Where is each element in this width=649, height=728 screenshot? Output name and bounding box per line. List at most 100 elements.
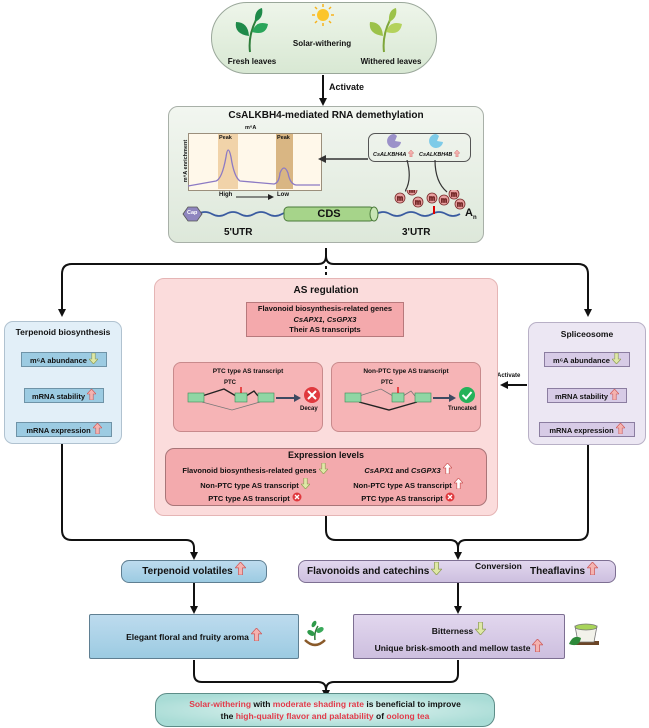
decay-x-icon bbox=[292, 492, 302, 502]
m6a-letter: m bbox=[397, 196, 403, 203]
splice-stability-label: mRNA stability bbox=[554, 392, 609, 401]
splice-m6a-label: m⁶A abundance bbox=[553, 356, 610, 365]
withered-leaves-icon bbox=[369, 8, 402, 53]
splice-mrna-expression: mRNA expression bbox=[539, 422, 635, 437]
conclusion-line-1: Solar-withering with moderate shading ra… bbox=[156, 698, 494, 710]
low-label: Low bbox=[277, 192, 289, 198]
theaflavins-label: Theaflavins bbox=[530, 566, 586, 577]
taste-box: Bitterness Unique brisk-smooth and mello… bbox=[353, 614, 565, 659]
expression-right-list: CsAPX1 and CsGPX3 Non-PTC type AS transc… bbox=[328, 463, 488, 506]
down-arrow-icon bbox=[300, 477, 310, 489]
up-arrow-icon bbox=[92, 423, 102, 434]
as-to-flavonoids bbox=[325, 515, 462, 560]
poly-a-label: A bbox=[465, 207, 473, 219]
cap-label: Cap bbox=[187, 210, 198, 216]
aroma-plant-icon bbox=[304, 620, 326, 647]
nonptc-title: Non-PTC type AS transcript bbox=[363, 368, 449, 375]
terp-mrna-expression: mRNA expression bbox=[16, 422, 112, 437]
high-label: High bbox=[219, 192, 233, 198]
enzyme-to-chart-arrow bbox=[318, 155, 368, 163]
down-arrow-icon bbox=[88, 353, 98, 364]
utr3-label: 3'UTR bbox=[402, 227, 431, 238]
flavonoids-group: Flavonoids and catechins bbox=[307, 561, 443, 583]
splice-expression-label: mRNA expression bbox=[549, 426, 614, 435]
expr-right-item: Non-PTC type AS transcript bbox=[328, 477, 488, 493]
spliceosome-activate-label: Activate bbox=[497, 373, 521, 379]
m6a-letter: m bbox=[409, 190, 415, 195]
down-arrow-icon bbox=[611, 353, 621, 364]
terpenoid-volatiles-box: Terpenoid volatiles bbox=[121, 560, 267, 583]
taste-label: Unique brisk-smooth and mellow taste bbox=[374, 643, 531, 653]
down-arrow-icon bbox=[318, 463, 328, 474]
conclusion-highlight: high-quality flavor and palatability bbox=[235, 711, 374, 721]
expr-left-2: PTC type AS transcript bbox=[208, 494, 290, 503]
chart-title: m⁶A bbox=[245, 125, 257, 131]
cap-icon bbox=[182, 206, 203, 222]
activate-label: Activate bbox=[329, 82, 365, 92]
sun-icon bbox=[312, 4, 334, 26]
poly-a-sub: n bbox=[472, 215, 477, 222]
ptc-title: PTC type AS transcript bbox=[212, 368, 284, 375]
expr-right-0a: CsAPX1 bbox=[364, 466, 394, 475]
terp-m6a-label: m⁶A abundance bbox=[30, 356, 87, 365]
expression-levels-title: Expression levels bbox=[287, 450, 365, 460]
genes-line-3: Their AS transcripts bbox=[289, 325, 361, 334]
cds-label: CDS bbox=[317, 208, 341, 220]
terp-to-volatiles bbox=[61, 444, 198, 560]
csalkbh4a-text: CsALKBH4A bbox=[373, 152, 407, 158]
decay-x-icon bbox=[445, 492, 455, 502]
flavonoids-label: Flavonoids and catechins bbox=[307, 566, 430, 577]
bitterness-label: Bitterness bbox=[431, 626, 474, 636]
conversion-label: Conversion bbox=[475, 561, 522, 571]
theaflavins-group: Theaflavins bbox=[530, 561, 599, 583]
conclusion-text: the bbox=[220, 711, 236, 721]
truncated-label: Truncated bbox=[448, 406, 477, 412]
taste-to-conclusion bbox=[325, 660, 459, 691]
tea-cup-icon bbox=[569, 623, 599, 646]
withered-leaves-label: Withered leaves bbox=[360, 57, 422, 66]
fresh-leaves-label: Fresh leaves bbox=[227, 57, 277, 66]
up-arrow-icon bbox=[587, 562, 599, 575]
peak-label-1: Peak bbox=[219, 135, 232, 141]
m6a-letter: m bbox=[457, 202, 463, 209]
taste-row: Unique brisk-smooth and mellow taste bbox=[354, 639, 564, 656]
expr-right-1: Non-PTC type AS transcript bbox=[353, 480, 452, 490]
splice-mrna-stability: mRNA stability bbox=[547, 388, 627, 403]
decay-x-icon bbox=[304, 387, 320, 403]
conclusion-highlight: moderate shading rate bbox=[272, 699, 364, 709]
up-arrow-icon bbox=[615, 423, 625, 434]
decay-label: Decay bbox=[300, 406, 318, 412]
enzyme-box bbox=[368, 133, 471, 162]
csalkbh4b-text: CsALKBH4B bbox=[419, 152, 453, 158]
expression-levels-panel bbox=[165, 448, 487, 506]
splice-to-flavonoids bbox=[457, 444, 589, 549]
expr-left-0: Flavonoid biosynthesis-related genes bbox=[182, 466, 317, 475]
nonptc-marker-label: PTC bbox=[381, 380, 393, 386]
down-arrow-icon bbox=[431, 562, 443, 575]
terpenoid-volatiles-label: Terpenoid volatiles bbox=[142, 566, 233, 577]
conclusion-text: with bbox=[251, 699, 273, 709]
conclusion-box: Solar-withering with moderate shading ra… bbox=[155, 693, 495, 727]
branch-spliceosome bbox=[325, 255, 592, 317]
genes-line-2: CsAPX1, CsGPX3 bbox=[293, 314, 357, 324]
utr5-label: 5'UTR bbox=[224, 227, 253, 238]
flavonoids-box: Flavonoids and catechins Conversion Thea… bbox=[298, 560, 616, 583]
terp-stability-label: mRNA stability bbox=[31, 392, 86, 401]
m6a-curve bbox=[188, 149, 320, 187]
expr-right-item: PTC type AS transcript bbox=[328, 492, 488, 506]
up-arrow-icon bbox=[454, 150, 461, 157]
ptc-splicing-diagram bbox=[187, 387, 301, 411]
expr-left-1: Non-PTC type AS transcript bbox=[200, 480, 299, 490]
up-arrow-icon bbox=[408, 150, 415, 157]
solar-withering-panel bbox=[211, 2, 437, 74]
conclusion-line-2: the high-quality flavor and palatability… bbox=[156, 710, 494, 722]
up-arrow-icon bbox=[87, 389, 97, 400]
expr-right-item: CsAPX1 and CsGPX3 bbox=[328, 463, 488, 478]
aroma-box: Elegant floral and fruity aroma bbox=[89, 614, 299, 659]
peak-label-2: Peak bbox=[277, 135, 290, 141]
m6a-letter: m bbox=[415, 200, 421, 207]
expr-left-item: PTC type AS transcript bbox=[170, 492, 340, 506]
conclusion-text: of bbox=[373, 711, 387, 721]
genes-line-1: Flavonoid biosynthesis-related genes bbox=[257, 304, 393, 313]
